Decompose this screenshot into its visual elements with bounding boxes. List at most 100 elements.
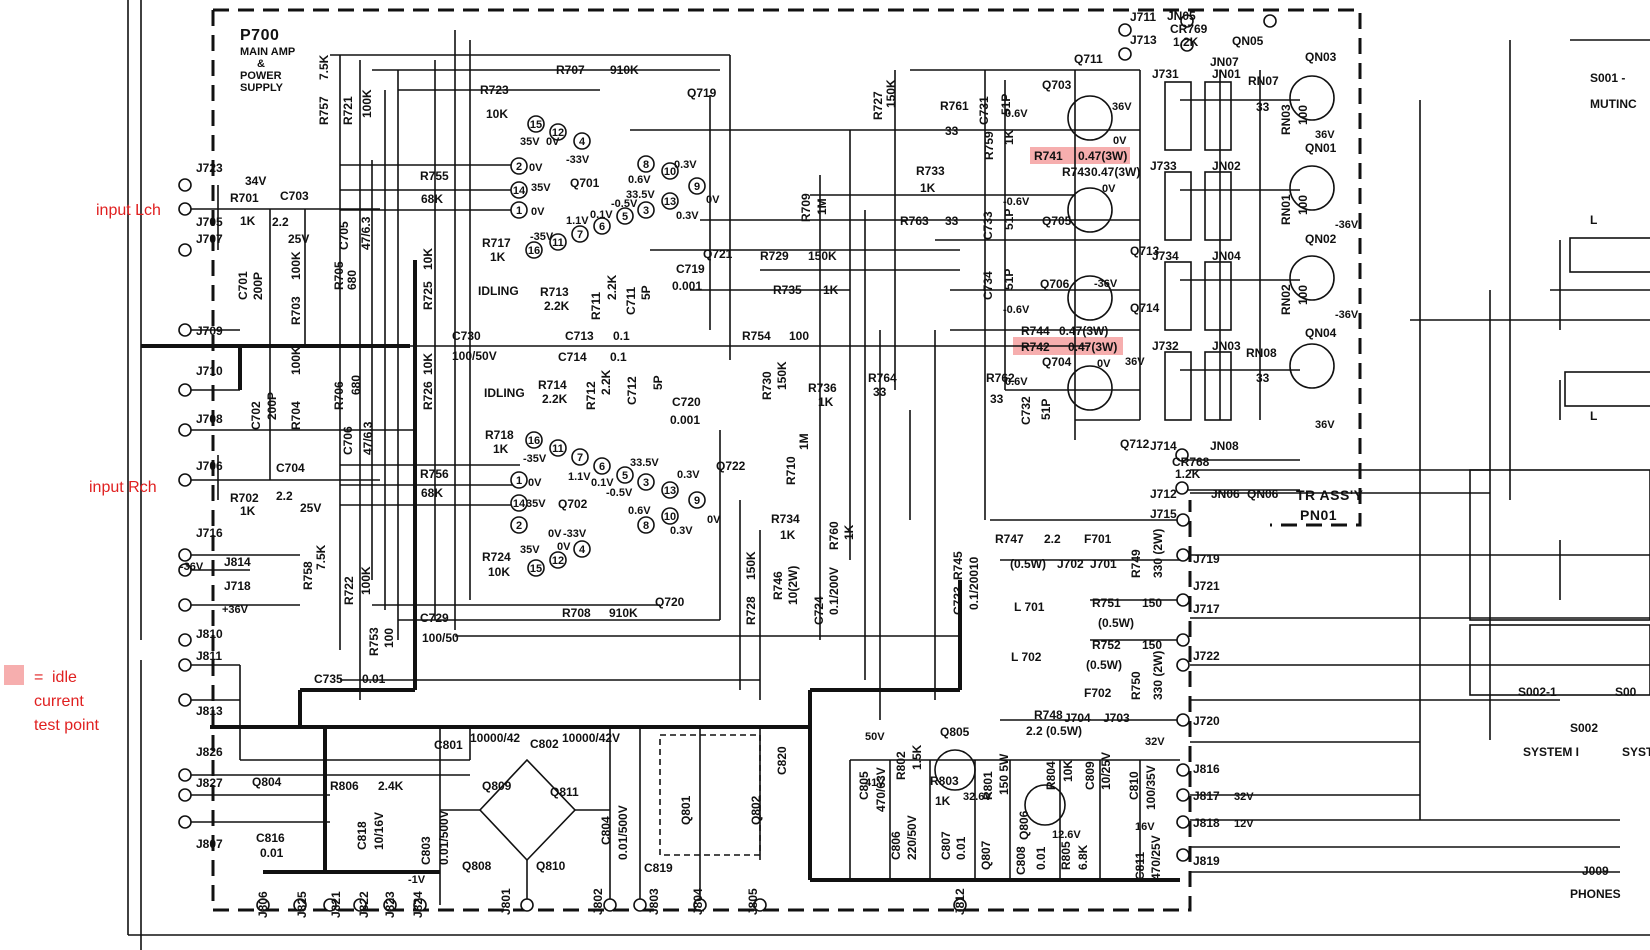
board-subtitle-1: MAIN AMP bbox=[240, 46, 295, 58]
label-c805v: 470/63V bbox=[874, 767, 888, 812]
label-j714: J714 bbox=[1150, 439, 1177, 453]
label-r750: R750 bbox=[1129, 671, 1143, 700]
label-r727v: 150K bbox=[884, 79, 898, 108]
voltage-v2: 0V bbox=[546, 136, 560, 148]
label-l702: L 702 bbox=[1011, 650, 1042, 664]
label-r713v: 2.2K bbox=[544, 299, 570, 313]
voltage-v14: 1.1V bbox=[566, 215, 589, 227]
label-r724v: 10K bbox=[488, 565, 510, 579]
pin-circle-p4 bbox=[510, 157, 528, 175]
label-r734v: 1K bbox=[780, 528, 796, 542]
label-r710: R710 bbox=[784, 456, 798, 485]
label-c811v: 470/25V bbox=[1149, 835, 1163, 880]
label-r709: R709 bbox=[799, 193, 813, 222]
label-c734: C734 bbox=[981, 271, 995, 300]
label-c719v: 0.001 bbox=[672, 279, 702, 293]
label-r751: R751 bbox=[1092, 596, 1121, 610]
label-r711v: 2.2K bbox=[605, 274, 619, 300]
pin-circle-p29 bbox=[661, 507, 679, 525]
label-j704: J704 bbox=[1064, 711, 1091, 725]
pin-circle-p23 bbox=[661, 481, 679, 499]
label-sL1: L bbox=[1590, 213, 1597, 227]
label-q808: Q808 bbox=[462, 859, 492, 873]
label-r747w: (0.5W) bbox=[1010, 557, 1046, 571]
label-q704: Q704 bbox=[1042, 355, 1072, 369]
label-r736: R736 bbox=[808, 381, 837, 395]
terminal-point bbox=[1176, 848, 1190, 862]
voltage-v37: -36V bbox=[1335, 219, 1359, 231]
pin-number-p30: 4 bbox=[579, 544, 586, 556]
label-j734: J734 bbox=[1152, 249, 1179, 263]
label-idling1: IDLING bbox=[478, 284, 519, 298]
label-q702: Q702 bbox=[558, 497, 588, 511]
voltage-v41: 0V bbox=[1097, 358, 1111, 370]
label-j804: J804 bbox=[691, 888, 705, 915]
label-qn04: QN04 bbox=[1305, 326, 1337, 340]
label-j706: J706 bbox=[196, 459, 223, 473]
terminal-point bbox=[178, 423, 192, 437]
label-r748: R748 bbox=[1034, 708, 1063, 722]
label-qn03: QN03 bbox=[1305, 50, 1337, 64]
label-j802: J802 bbox=[591, 888, 605, 915]
voltage-v27: 0.3V bbox=[670, 525, 693, 537]
pin-number-p3: 4 bbox=[579, 136, 586, 148]
pin-number-p14: 8 bbox=[643, 159, 649, 171]
label-j810: J810 bbox=[196, 627, 223, 641]
label-j708: J708 bbox=[196, 412, 223, 426]
voltage-v5: 35V bbox=[531, 182, 551, 194]
label-r708: R708 bbox=[562, 606, 591, 620]
board-subtitle-2: & bbox=[257, 58, 265, 70]
label-c729: C729 bbox=[420, 611, 449, 625]
label-r736v: 1K bbox=[818, 395, 834, 409]
label-c724: C724 bbox=[812, 596, 826, 625]
label-r756v: 68K bbox=[421, 486, 443, 500]
label-j817: J817 bbox=[1193, 789, 1220, 803]
voltage-v3: -33V bbox=[566, 154, 590, 166]
label-j824: J824 bbox=[411, 891, 425, 918]
label-c816v: 0.01 bbox=[260, 846, 284, 860]
label-c802: C802 bbox=[530, 737, 559, 751]
board-title: P700 MAIN AMP & POWER SUPPLY TR ASS'Y PN… bbox=[240, 27, 1364, 523]
pin-number-p29: 10 bbox=[664, 511, 676, 523]
terminal-point bbox=[1176, 633, 1190, 647]
label-c705: C705 bbox=[337, 221, 351, 250]
terminal-point bbox=[178, 323, 192, 337]
label-r751w: (0.5W) bbox=[1098, 616, 1134, 630]
label-rn07: RN07 bbox=[1248, 74, 1279, 88]
label-qn02: QN02 bbox=[1305, 232, 1337, 246]
legend-line-2: current bbox=[34, 693, 84, 710]
pin-number-p11: 5 bbox=[622, 211, 628, 223]
label-c729v: 100/50 bbox=[422, 631, 459, 645]
pin-circle-p1 bbox=[527, 115, 545, 133]
label-r718v: 1K bbox=[493, 442, 509, 456]
label-r729v: 150K bbox=[808, 249, 837, 263]
label-r713: R713 bbox=[540, 285, 569, 299]
label-c703: C703 bbox=[280, 189, 309, 203]
voltage-v7: 0.3V bbox=[674, 159, 697, 171]
label-j806: J806 bbox=[256, 891, 270, 918]
pin-number-p31: 12 bbox=[552, 555, 564, 567]
pin-circle-p8 bbox=[549, 233, 567, 251]
label-j723: J723 bbox=[196, 161, 223, 175]
voltage-v54: 32V bbox=[1234, 791, 1254, 803]
label-q802: Q802 bbox=[749, 795, 763, 825]
label-q712: Q712 bbox=[1120, 437, 1150, 451]
label-q701: Q701 bbox=[570, 176, 600, 190]
label-c806v: 220/50V bbox=[905, 815, 919, 860]
label-c732: C732 bbox=[1019, 396, 1033, 425]
component-labels: J723J705J707J709J710J708J706J716J814J718… bbox=[196, 9, 1650, 918]
label-c701v: 200P bbox=[251, 272, 265, 300]
label-r728: R728 bbox=[744, 596, 758, 625]
label-q807: Q807 bbox=[979, 840, 993, 870]
label-c705v: 47/6.3 bbox=[359, 216, 373, 250]
pin-number-p17: 16 bbox=[528, 435, 540, 447]
board-title-text: P700 bbox=[240, 27, 279, 44]
tr-assy-label: TR ASS'Y bbox=[1296, 487, 1364, 503]
label-c704v1: 2.2 bbox=[276, 489, 293, 503]
label-j722: J722 bbox=[1193, 649, 1220, 663]
label-r723v: 10K bbox=[486, 107, 508, 121]
label-qn01: QN01 bbox=[1305, 141, 1337, 155]
label-c723: C723 bbox=[951, 586, 965, 615]
terminal-point bbox=[693, 898, 707, 912]
pin-number-p10: 6 bbox=[599, 221, 605, 233]
